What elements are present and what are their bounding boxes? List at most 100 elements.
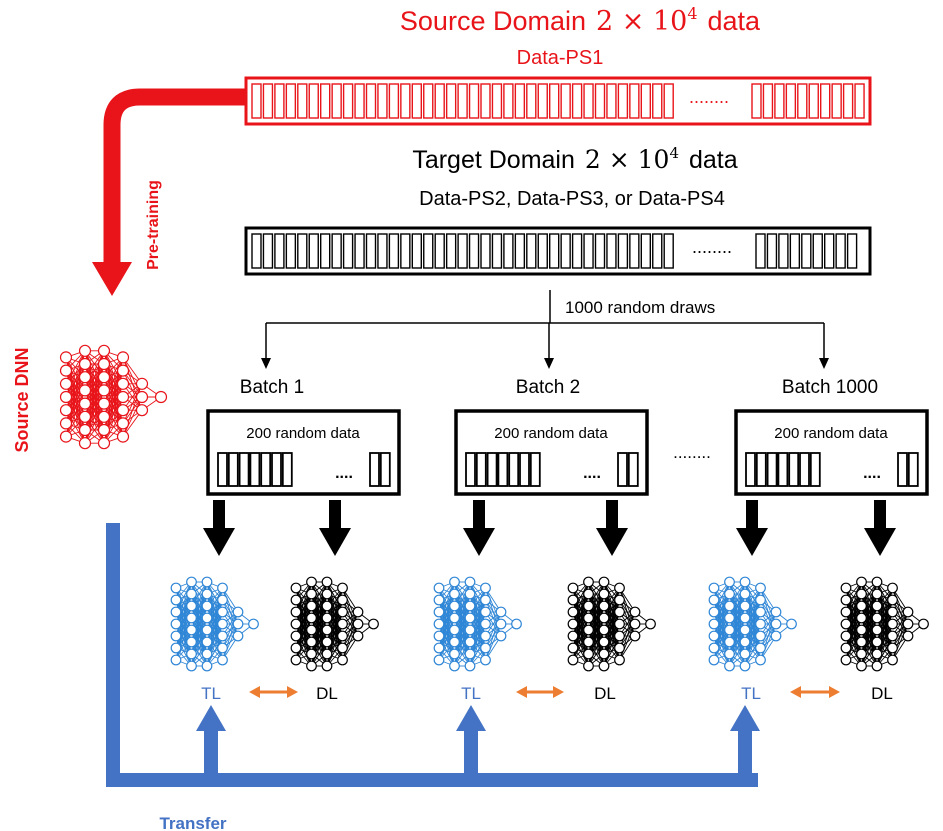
data-cell	[503, 83, 514, 119]
neuron	[321, 612, 333, 624]
neuron	[739, 648, 751, 660]
dl-label-2: DL	[594, 684, 616, 703]
data-cell	[497, 452, 509, 487]
neuron	[480, 582, 491, 594]
data-cell	[369, 452, 380, 487]
neuron	[170, 594, 182, 606]
neuron	[201, 624, 213, 636]
data-cell	[560, 233, 571, 269]
neuron	[464, 624, 476, 636]
neuron	[583, 612, 594, 624]
neuron	[887, 618, 898, 630]
neuron	[480, 618, 491, 630]
data-cell	[468, 83, 480, 119]
neuron	[856, 600, 867, 612]
neuron	[583, 636, 594, 648]
data-cell	[519, 452, 530, 487]
neuron	[871, 576, 883, 588]
neuron	[918, 618, 929, 630]
data-cell	[331, 233, 342, 269]
neuron	[201, 636, 213, 648]
neuron	[583, 624, 594, 636]
data-cell	[262, 233, 274, 269]
data-cell	[549, 233, 560, 269]
neuron	[321, 648, 333, 660]
neuron	[321, 588, 333, 600]
neuron	[902, 618, 914, 630]
neuron	[464, 636, 476, 648]
data-cell	[835, 233, 846, 269]
neuron	[708, 630, 720, 642]
data-cell	[571, 83, 583, 119]
neuron	[871, 588, 883, 600]
neuron	[840, 594, 852, 606]
data-cell	[491, 233, 503, 269]
neuron	[170, 582, 182, 594]
neuron	[78, 410, 92, 423]
neuron	[840, 606, 852, 618]
neuron	[786, 618, 797, 630]
neuron	[871, 636, 883, 648]
neuron	[116, 377, 130, 390]
data-cell	[281, 452, 293, 487]
data-cell	[508, 452, 520, 487]
neuron	[337, 618, 348, 630]
batch-1-label: Batch 1	[240, 377, 304, 398]
neuron	[614, 582, 625, 594]
data-cell	[262, 83, 274, 119]
dl-network-1	[290, 576, 379, 672]
down-arrowhead	[203, 528, 235, 556]
target-data-ellipsis: ........	[692, 237, 732, 257]
neuron	[480, 642, 491, 654]
neuron	[755, 642, 766, 654]
neuron	[871, 612, 883, 624]
data-cell	[271, 452, 282, 487]
data-cell	[537, 83, 548, 119]
neuron	[290, 618, 302, 630]
data-cell	[251, 83, 262, 119]
neuron	[97, 371, 111, 384]
neuron	[480, 594, 491, 606]
data-cell	[227, 452, 239, 487]
neuron	[186, 636, 197, 648]
transfer-path	[106, 523, 760, 787]
neuron	[887, 630, 898, 642]
neuron	[352, 606, 364, 618]
neuron	[480, 654, 491, 666]
data-cell	[755, 233, 766, 269]
neuron	[770, 606, 782, 618]
neuron	[724, 588, 735, 600]
neuron	[135, 377, 149, 390]
data-cell	[308, 233, 319, 269]
neuron	[201, 660, 213, 672]
neuron	[135, 404, 149, 417]
neuron	[567, 618, 579, 630]
data-cell	[529, 452, 541, 487]
data-cell	[526, 233, 537, 269]
neuron	[59, 430, 73, 443]
neuron	[321, 636, 333, 648]
neuron	[116, 417, 130, 430]
neuron	[708, 642, 720, 654]
neuron	[116, 430, 130, 443]
data-cell	[274, 83, 285, 119]
neuron	[887, 654, 898, 666]
batch-2-box: 200 random data ....	[454, 409, 649, 496]
neuron	[724, 660, 735, 672]
data-cell	[411, 233, 422, 269]
dl-label-3: DL	[871, 684, 893, 703]
neuron	[614, 630, 625, 642]
tl-label-1: TL	[201, 684, 221, 703]
neuron	[598, 600, 610, 612]
data-cell	[320, 233, 331, 269]
neuron	[306, 600, 317, 612]
neuron	[321, 600, 333, 612]
neuron	[59, 404, 73, 417]
data-cell	[342, 233, 354, 269]
neuron	[902, 630, 914, 642]
data-cell	[594, 233, 606, 269]
neuron	[724, 612, 735, 624]
neuron	[97, 384, 111, 397]
tl-network-3	[708, 576, 797, 672]
neuron	[306, 612, 317, 624]
